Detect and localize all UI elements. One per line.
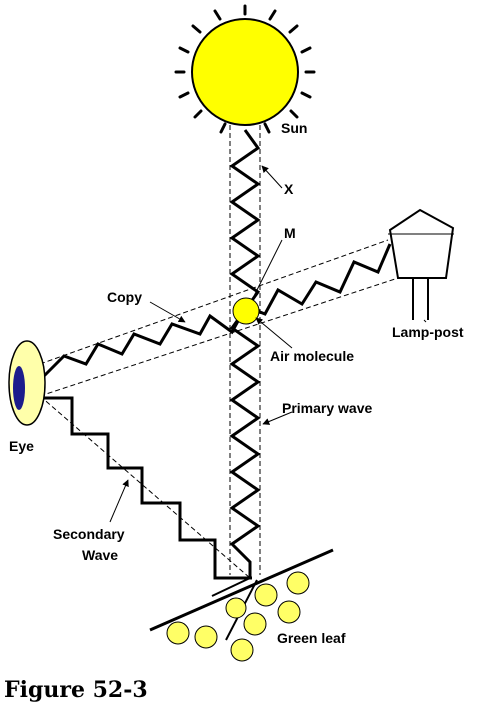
lamp-post-pointer — [423, 319, 427, 323]
lamp-post-label: Lamp-post — [392, 324, 464, 340]
copy-boundary-lines — [39, 239, 399, 579]
figure-caption: Figure 52-3 — [4, 677, 148, 703]
secondary-wave-pointer — [109, 479, 129, 523]
green-leaf — [149, 548, 334, 662]
copy-wave — [38, 309, 246, 382]
secondary-wave — [42, 396, 252, 580]
copy-pointer — [149, 301, 186, 323]
eye-pupil — [13, 366, 25, 410]
x-pointer — [261, 165, 283, 189]
sun-label: Sun — [281, 120, 307, 136]
lamp-wave — [249, 243, 392, 316]
leaf-cells — [166, 571, 310, 662]
air-molecule-pointer — [255, 317, 293, 349]
eye — [8, 340, 46, 426]
primary-wave-label: Primary wave — [282, 400, 372, 416]
beam-boundary-lines — [229, 125, 261, 575]
green-leaf-label: Green leaf — [277, 630, 346, 646]
leaf-incident-line — [211, 577, 251, 597]
lamp-post — [388, 208, 455, 320]
primary-wave — [229, 129, 261, 578]
m-pointer — [253, 239, 283, 297]
sun-rays — [174, 4, 316, 134]
sun-disc — [191, 18, 299, 126]
air-molecule-label: Air molecule — [270, 348, 354, 364]
leaf-surface — [149, 548, 334, 632]
primary-wave-pointer — [262, 411, 293, 425]
label-pointers — [109, 165, 427, 523]
secondary-wave-label-line1: Secondary — [53, 526, 125, 542]
air-molecule — [232, 297, 260, 325]
sun — [174, 4, 316, 134]
copy-label: Copy — [107, 289, 142, 305]
eye-label: Eye — [9, 438, 34, 454]
m-label: M — [284, 225, 296, 241]
secondary-wave-label-line2: Wave — [82, 547, 118, 563]
x-label: X — [284, 181, 294, 197]
lamp-head — [388, 208, 455, 279]
